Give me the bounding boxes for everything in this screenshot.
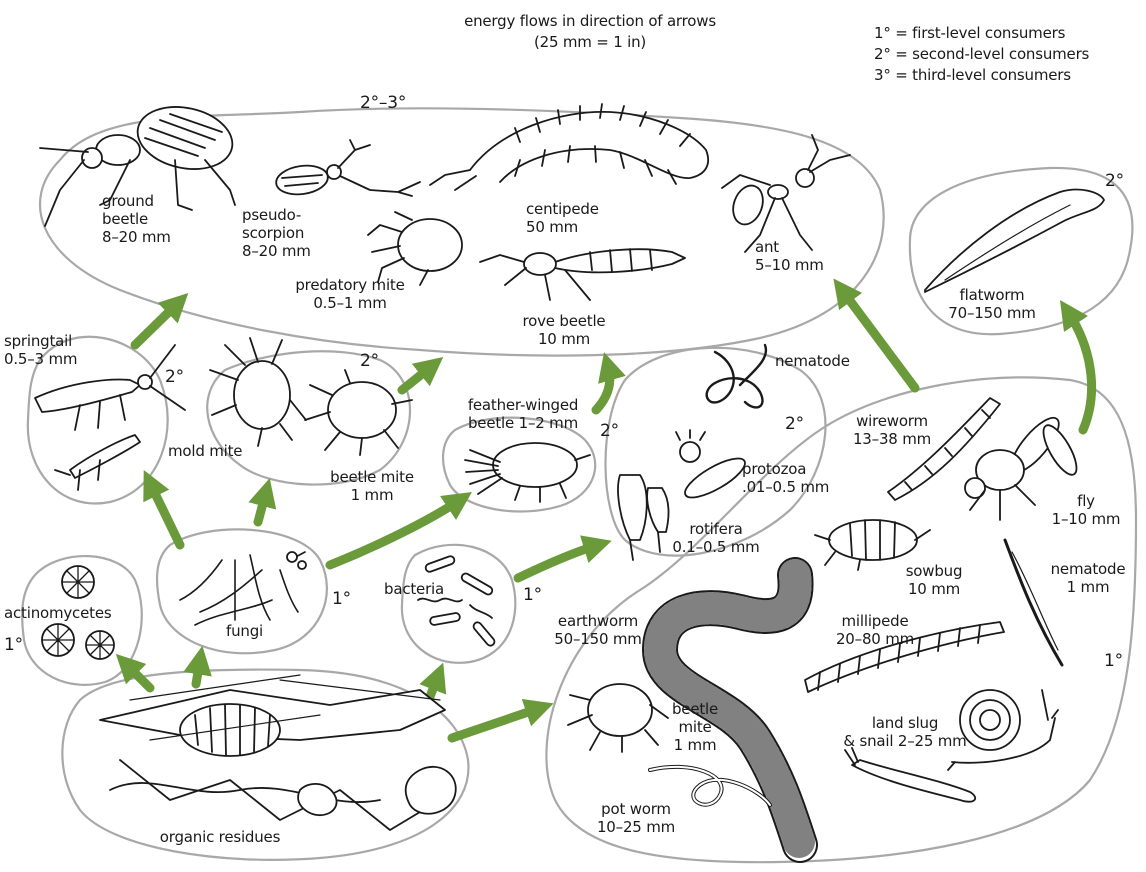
fly-illustration (964, 416, 1078, 521)
level-large-group: 1° (1104, 651, 1123, 671)
legend-second-level: 2° = second-level consumers (874, 45, 1090, 63)
mold-mite-illustration (209, 337, 307, 447)
label-ant: ant 5–10 mm (755, 238, 824, 274)
arrow-fungi-to-feather (325, 492, 472, 570)
top-group-outline (38, 107, 885, 357)
feather-outline (441, 416, 597, 513)
flatworm-illustration (924, 188, 1105, 293)
sowbug-illustration (814, 519, 931, 571)
slug-illustration (844, 747, 977, 803)
rotifera-illustration (617, 474, 670, 561)
label-springtail: springtail 0.5–3 mm (4, 332, 78, 368)
label-rove-beetle: rove beetle 10 mm (522, 312, 606, 348)
arrow-mites-to-top (397, 357, 444, 395)
nematode-bottom-illustration (1003, 538, 1064, 667)
nematode-group-outline (604, 346, 827, 557)
level-actinomycetes: 1° (4, 635, 23, 655)
ground-beetle-illustration (39, 106, 236, 227)
arrow-fungi-to-springtail (143, 470, 185, 550)
label-nematode-top: nematode (775, 352, 850, 370)
bacteria-illustration (417, 555, 496, 647)
level-mites: 2° (360, 351, 379, 371)
label-earthworm: earthworm 50–150 mm (554, 612, 642, 648)
arrow-residue-to-large (447, 699, 554, 743)
level-fungi: 1° (332, 589, 351, 609)
arrow-fungi-to-mites (248, 478, 277, 527)
label-land-slug-snail: land slug & snail 2–25 mm (843, 714, 967, 750)
springtail-illustration (34, 344, 186, 491)
label-beetle-mite-top: beetle mite 1 mm (330, 468, 414, 504)
fungi-illustration (179, 551, 307, 626)
bacteria-outline (400, 543, 517, 664)
ant-illustration (721, 134, 851, 253)
label-rotifera: rotifera 0.1–0.5 mm (672, 520, 760, 556)
pot-worm-illustration (648, 764, 772, 807)
flow-caption: energy flows in direction of arrows (464, 12, 716, 30)
label-pot-worm: pot worm 10–25 mm (596, 800, 676, 836)
springtail-outline (26, 335, 169, 505)
arrow-springtail-to-top (130, 292, 189, 350)
level-top-group: 2°–3° (360, 93, 407, 113)
label-fly: fly 1–10 mm (1051, 492, 1121, 528)
label-flatworm: flatworm 70–150 mm (948, 286, 1036, 322)
label-predatory-mite: predatory mite 0.5–1 mm (295, 276, 405, 312)
centipede-illustration (429, 103, 710, 191)
predatory-mite-illustration (367, 211, 463, 286)
label-beetle-mite-bottom: beetle mite 1 mm (671, 700, 719, 754)
label-nematode-bottom: nematode 1 mm (1050, 560, 1126, 596)
legend-third-level: 3° = third-level consumers (874, 66, 1071, 84)
level-feather: 2° (600, 421, 619, 441)
arrow-feather-to-top (591, 352, 626, 415)
arrow-bacteria-to-nematodes (513, 535, 612, 583)
actinomycetes-illustration (41, 565, 115, 660)
label-pseudoscorpion: pseudo- scorpion 8–20 mm (242, 206, 311, 260)
label-feather-winged-beetle: feather-winged beetle 1–2 mm (467, 396, 579, 432)
label-millipede: millipede 20–80 mm (835, 612, 915, 648)
arrow-residue-to-actino (115, 653, 155, 693)
fungi-outline (155, 528, 328, 655)
earthworm-illustration (642, 557, 818, 863)
protozoa-illustration (675, 429, 746, 499)
label-ground-beetle: ground beetle 8–20 mm (102, 192, 171, 246)
level-nematode-group: 2° (785, 414, 804, 434)
pseudoscorpion-illustration (275, 139, 421, 197)
wireworm-illustration (887, 397, 1001, 501)
mites-outline (206, 350, 411, 486)
level-springtail: 2° (165, 367, 184, 387)
residues-outline (61, 668, 470, 861)
arrow-wireworm-to-top (833, 278, 920, 393)
label-fungi: fungi (226, 622, 263, 640)
feather-winged-beetle-illustration (464, 442, 591, 503)
label-centipede: centipede 50 mm (526, 200, 599, 236)
label-sowbug: sowbug 10 mm (905, 562, 963, 598)
organic-residues-illustration (99, 674, 457, 831)
scale-caption: (25 mm = 1 in) (533, 33, 647, 51)
level-bacteria: 1° (523, 585, 542, 605)
beetle-mite-bottom-illustration (567, 683, 669, 753)
flatworm-outline (908, 166, 1134, 336)
arrow-residue-to-fungi (183, 645, 212, 689)
nematode-top-illustration (705, 343, 768, 409)
label-protozoa: protozoa .01–0.5 mm (742, 460, 830, 496)
label-mold-mite: mold mite (168, 442, 243, 460)
level-flatworm: 2° (1105, 171, 1124, 191)
rove-beetle-illustration (479, 248, 686, 301)
snail-illustration (947, 689, 1059, 771)
millipede-illustration (804, 621, 1005, 693)
label-bacteria: bacteria (384, 580, 444, 598)
beetle-mite-top-illustration (304, 369, 413, 456)
arrow-fly-to-flatworm (1060, 300, 1097, 435)
label-wireworm: wireworm 13–38 mm (852, 412, 932, 448)
actino-outline (21, 555, 143, 686)
legend-first-level: 1° = first-level consumers (874, 24, 1066, 42)
label-organic-residues: organic residues (159, 828, 281, 846)
label-actinomycetes: actinomycetes (4, 604, 112, 622)
